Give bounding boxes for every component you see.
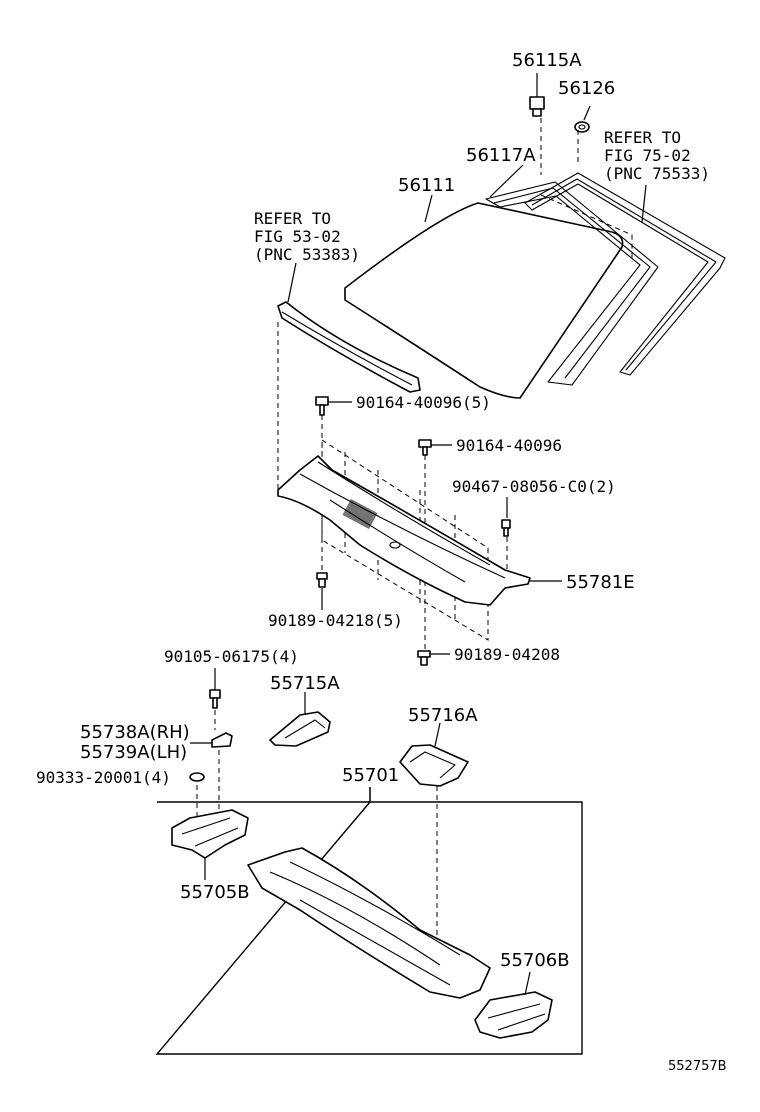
diagram-id: 552757B: [668, 1059, 727, 1074]
windshield-moulding: [485, 181, 659, 386]
roof-moulding-inner: [531, 178, 717, 371]
label-56115a: 56115A: [512, 50, 582, 71]
label-55738a: 55738A(RH): [80, 722, 190, 743]
cowl-panel-55701-rib-2: [289, 861, 461, 956]
label-55701: 55701: [342, 765, 399, 786]
label-56117a: 56117A: [466, 145, 536, 166]
cowl-side-seal: [277, 301, 421, 393]
clip-56115a: [529, 96, 545, 117]
cowl-bracket-55738a: [211, 732, 233, 748]
dash-line-b: [540, 194, 633, 262]
label-90333: 90333-20001(4): [36, 768, 171, 787]
label-56111: 56111: [398, 175, 455, 196]
label-55781e: 55781E: [566, 572, 635, 593]
cowl-side-seal-line: [281, 311, 413, 386]
cowl-side-55705b: [171, 809, 249, 859]
label-55715a: 55715A: [270, 673, 340, 694]
cowl-panel-55701-rib-3: [299, 899, 451, 986]
cowl-side-55706b-edge: [487, 1003, 546, 1031]
label-ref-5302-line3: (PNC 53383): [254, 245, 360, 264]
label-90164-40096: 90164-40096: [456, 436, 562, 455]
bolt-90105: [209, 689, 221, 709]
label-55705b: 55705B: [180, 882, 250, 903]
cowl-grille-vents: [342, 499, 378, 529]
clip-90189-04208: [417, 650, 431, 666]
label-90105: 90105-06175(4): [164, 647, 299, 666]
label-55706b: 55706B: [500, 950, 570, 971]
cowl-washer-hole: [389, 541, 401, 549]
label-55716a: 55716A: [408, 705, 478, 726]
label-ref-7502-line1: REFER TO: [604, 128, 681, 147]
spacer-56126: [574, 121, 590, 133]
label-90164-40096-5: 90164-40096(5): [356, 393, 491, 412]
cowl-side-55706b: [474, 991, 553, 1039]
cowl-panel-55701: [247, 847, 491, 999]
screw-90164-40096-5: [315, 396, 329, 416]
label-90189-04218: 90189-04218(5): [268, 611, 403, 630]
screw-90164-40096: [418, 439, 432, 456]
screw-90467: [501, 519, 511, 537]
cowl-ventilator-ridge-2: [317, 461, 491, 566]
windshield-moulding-inner: [493, 187, 651, 379]
cowl-ventilator-ridge-1: [299, 473, 506, 579]
cowl-panel-55716a-edge: [409, 751, 456, 779]
cowl-side-55705b-edge: [181, 817, 239, 847]
clip-90189-04218: [316, 572, 328, 588]
label-56126: 56126: [558, 78, 615, 99]
label-90189-04208: 90189-04208: [454, 645, 560, 664]
roof-moulding: [524, 172, 726, 376]
windshield-glass: [344, 202, 624, 399]
cowl-top-ventilator: [277, 455, 531, 606]
label-ref-5302-line2: FIG 53-02: [254, 227, 341, 246]
label-ref-7502-line2: FIG 75-02: [604, 146, 691, 165]
cowl-panel-55716a: [399, 744, 469, 787]
cowl-panel-55701-rib-1: [269, 871, 441, 966]
label-55739a: 55739A(LH): [80, 742, 187, 763]
label-90467: 90467-08056-C0(2): [452, 477, 616, 496]
grommet-90333: [189, 772, 205, 782]
label-ref-5302-line1: REFER TO: [254, 209, 331, 228]
label-ref-7502-line3: (PNC 75533): [604, 164, 710, 183]
cowl-brace-55715a-edge: [284, 719, 326, 739]
